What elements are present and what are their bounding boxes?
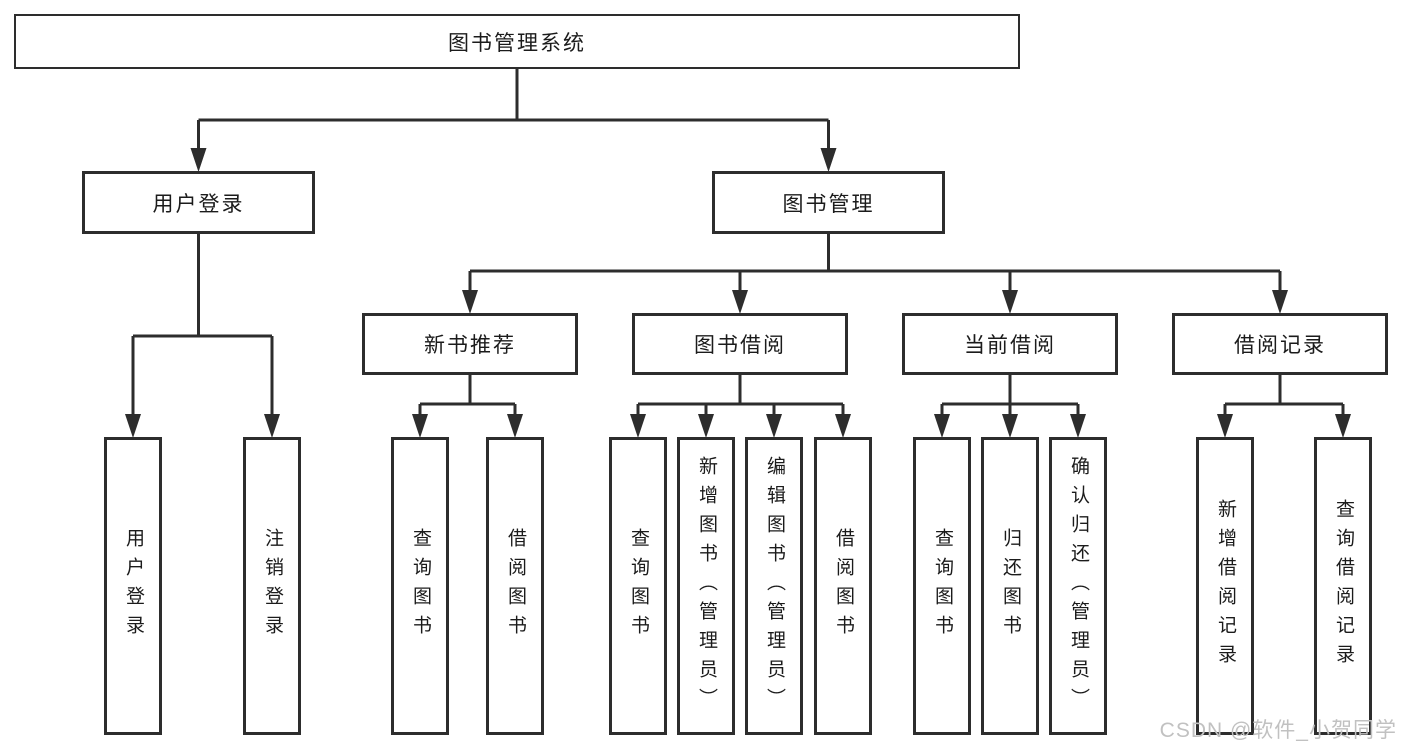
node-root: 图书管理系统	[14, 14, 1020, 69]
node-user-login: 用户登录	[104, 437, 162, 735]
node-query-book-recommend-label: 查询图书	[409, 528, 431, 644]
node-return-book-label: 归还图书	[999, 528, 1021, 644]
node-edit-book-admin-label: 编辑图书（管理员）	[763, 455, 785, 717]
node-logout: 注销登录	[243, 437, 301, 735]
node-borrow-book: 借阅图书	[814, 437, 872, 735]
node-return-book: 归还图书	[981, 437, 1039, 735]
csdn-watermark: CSDN @软件_小贺同学	[1159, 719, 1397, 742]
node-current-borrow: 当前借阅	[902, 313, 1118, 375]
node-user-login-label: 用户登录	[122, 528, 144, 644]
node-user-login-group: 用户登录	[82, 171, 315, 234]
node-query-book-recommend: 查询图书	[391, 437, 449, 735]
node-borrow-book-label: 借阅图书	[832, 528, 854, 644]
node-edit-book-admin: 编辑图书（管理员）	[745, 437, 803, 735]
node-borrow-book-recommend: 借阅图书	[486, 437, 544, 735]
node-query-book-borrow-label: 查询图书	[627, 528, 649, 644]
node-confirm-return-admin: 确认归还（管理员）	[1049, 437, 1107, 735]
node-book-management-label: 图书管理	[782, 192, 875, 216]
node-logout-label: 注销登录	[261, 528, 283, 644]
node-query-borrow-record-label: 查询借阅记录	[1332, 499, 1354, 673]
node-add-book-admin: 新增图书（管理员）	[677, 437, 735, 735]
arrowheads	[125, 148, 1351, 438]
node-new-book-recommend-label: 新书推荐	[424, 334, 516, 357]
node-borrow-records-label: 借阅记录	[1234, 334, 1326, 357]
node-query-book-current: 查询图书	[913, 437, 971, 735]
node-query-borrow-record: 查询借阅记录	[1314, 437, 1372, 735]
node-query-book-borrow: 查询图书	[609, 437, 667, 735]
node-root-label: 图书管理系统	[448, 31, 586, 55]
node-borrow-records: 借阅记录	[1172, 313, 1388, 375]
node-book-borrow-label: 图书借阅	[694, 334, 786, 357]
node-new-book-recommend: 新书推荐	[362, 313, 578, 375]
node-confirm-return-admin-label: 确认归还（管理员）	[1067, 455, 1089, 717]
node-add-borrow-record-label: 新增借阅记录	[1214, 499, 1236, 673]
node-book-borrow: 图书借阅	[632, 313, 848, 375]
node-book-management: 图书管理	[712, 171, 945, 234]
node-add-book-admin-label: 新增图书（管理员）	[695, 455, 717, 717]
node-add-borrow-record: 新增借阅记录	[1196, 437, 1254, 735]
node-borrow-book-recommend-label: 借阅图书	[504, 528, 526, 644]
node-query-book-current-label: 查询图书	[931, 528, 953, 644]
node-user-login-group-label: 用户登录	[152, 192, 245, 216]
node-current-borrow-label: 当前借阅	[964, 334, 1056, 357]
